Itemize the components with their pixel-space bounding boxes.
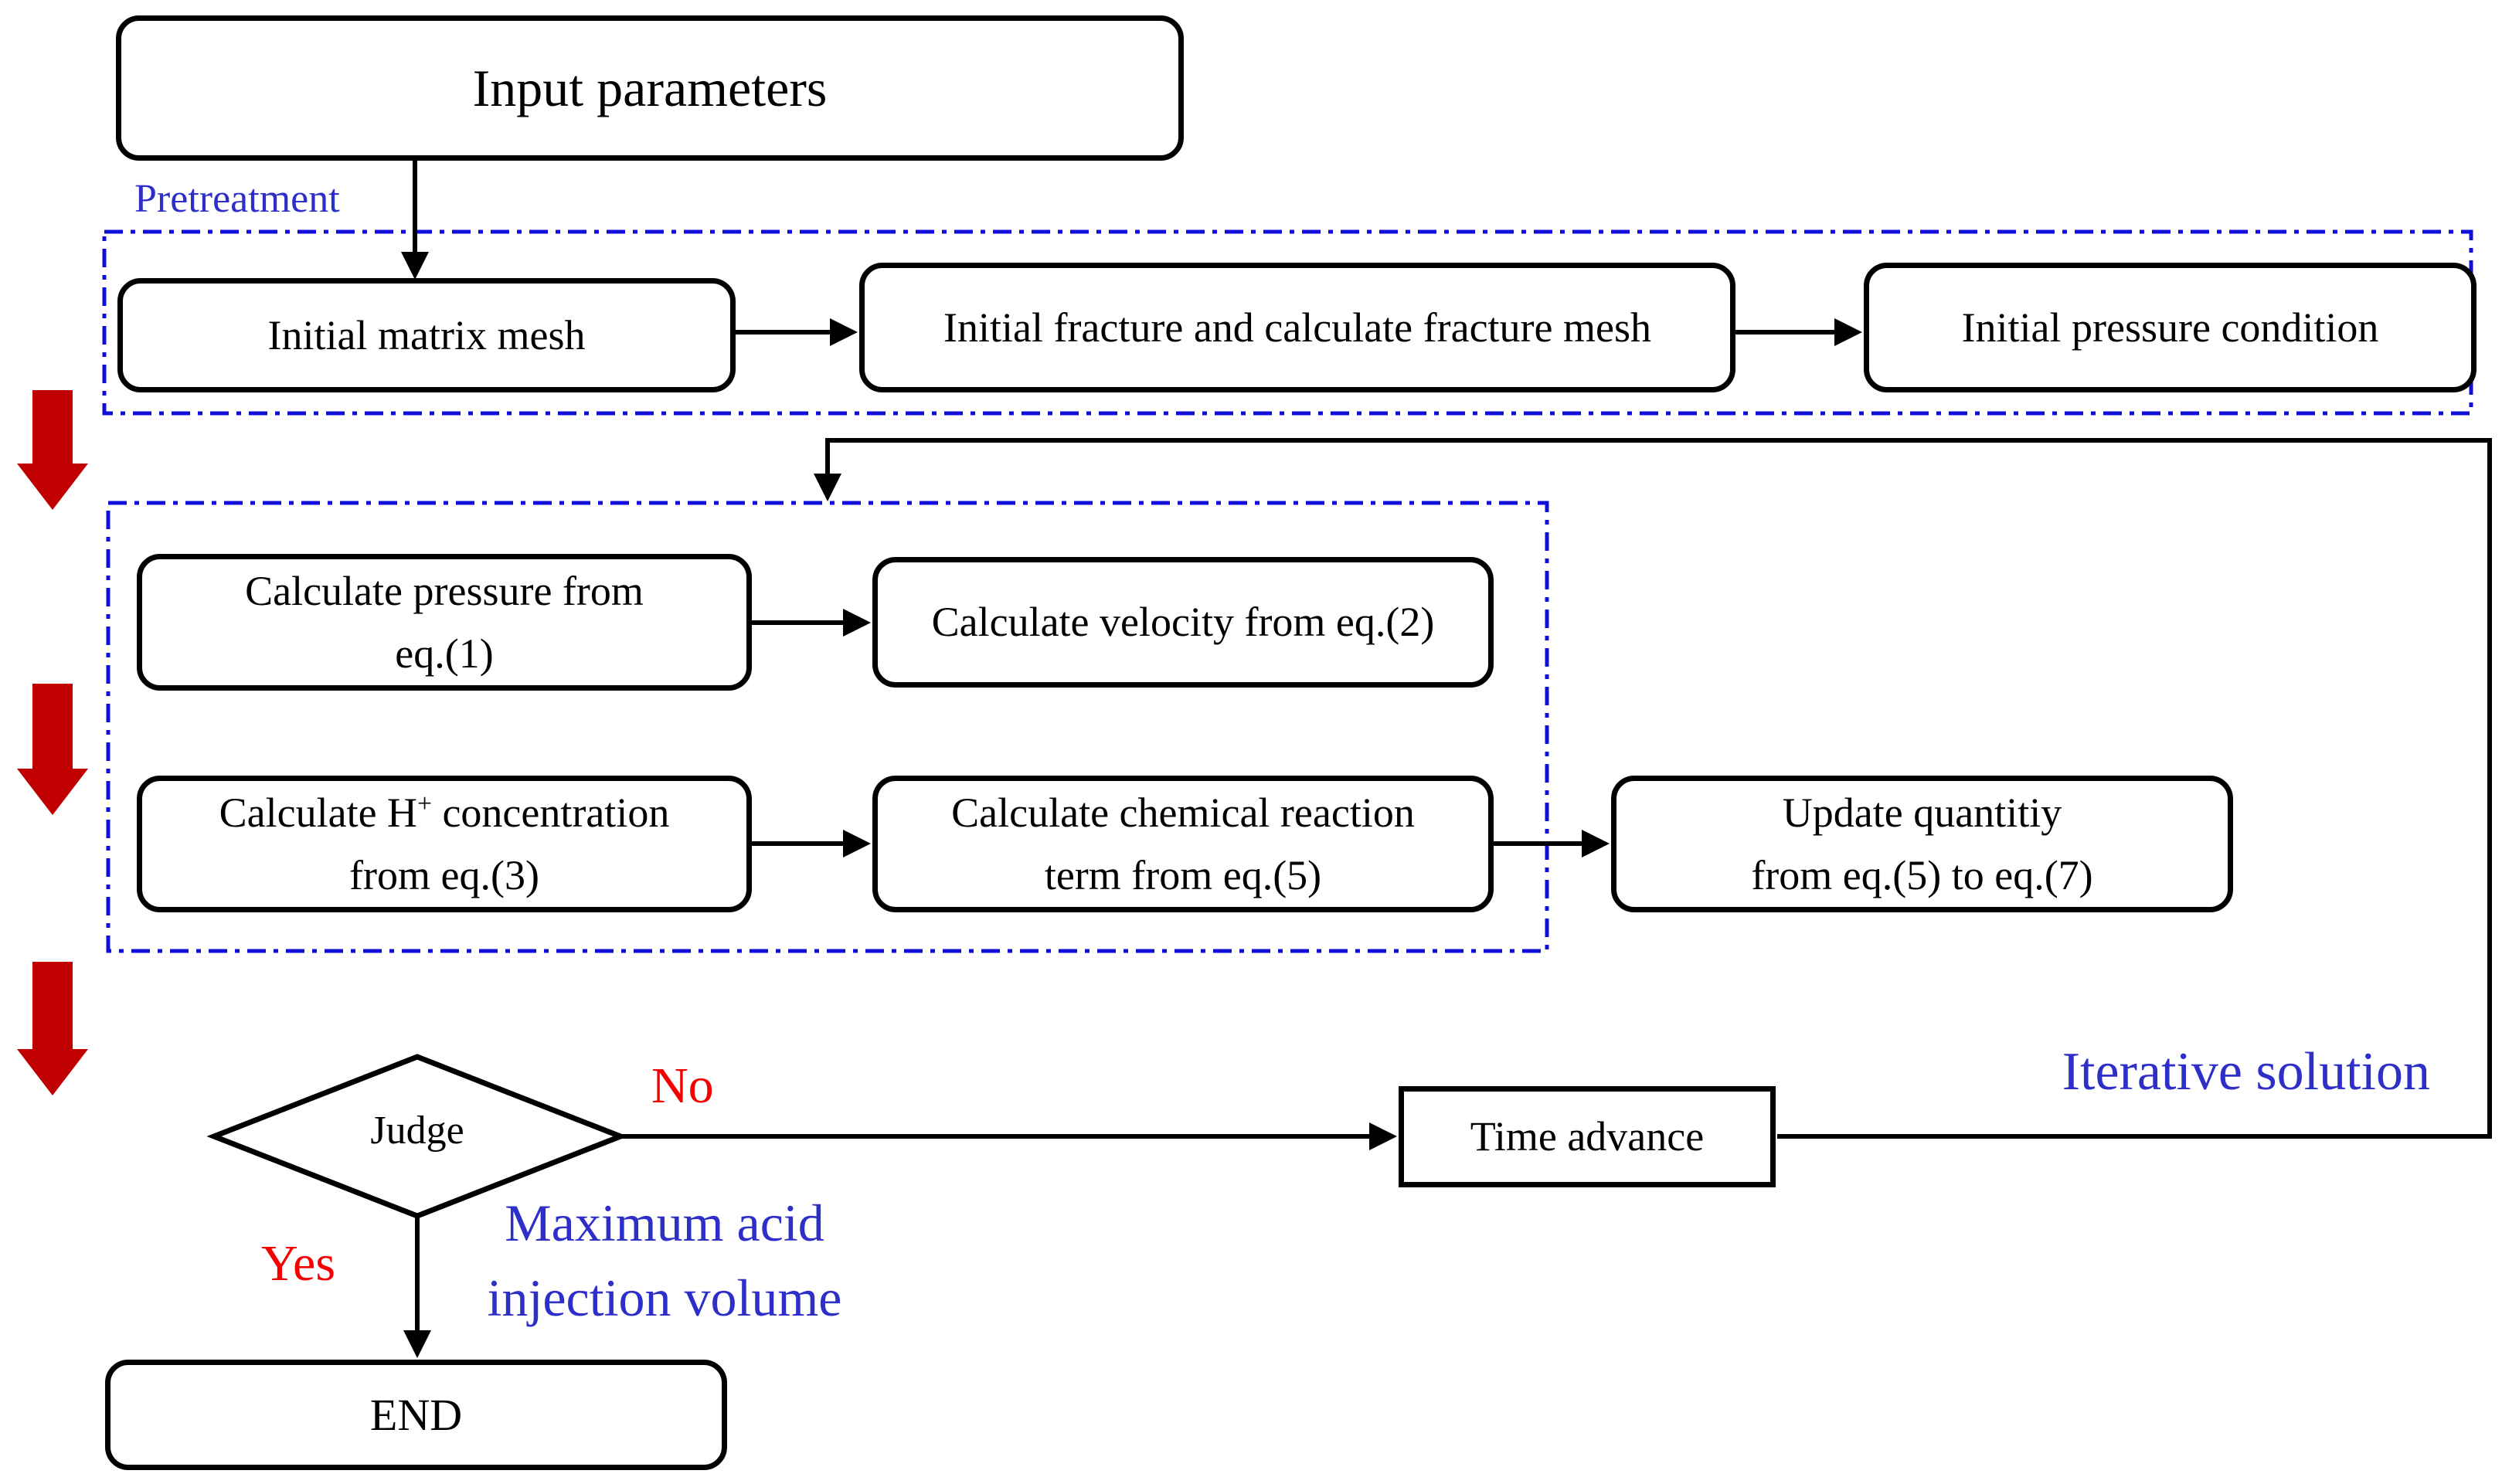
node-time-advance: Time advance [1399, 1086, 1776, 1187]
node-time-advance-label: Time advance [1470, 1113, 1705, 1160]
iteration-group-border [106, 501, 1549, 953]
pretreatment-label: Pretreatment [134, 177, 340, 221]
node-initial-pressure-condition: Initial pressure condition [1864, 263, 2477, 392]
node-initial-pressure-condition-label: Initial pressure condition [1961, 304, 2379, 351]
node-calculate-pressure-line1: Calculate pressure from [245, 567, 644, 614]
judge-label: Judge [370, 1109, 464, 1153]
node-update-quantity-line2: from eq.(5) to eq.(7) [1751, 851, 2093, 898]
connector-judge-to-end [403, 1216, 431, 1358]
connector-matrix-to-fracture [736, 318, 858, 346]
node-input-parameters-label: Input parameters [472, 59, 828, 117]
connector-h-to-chemical [752, 830, 871, 857]
node-calculate-pressure-line2: eq.(1) [395, 630, 494, 677]
node-initial-matrix-mesh-label: Initial matrix mesh [267, 311, 586, 358]
red-down-arrow-1-icon [17, 390, 88, 510]
node-end: END [105, 1360, 727, 1470]
no-branch-label: No [651, 1058, 714, 1114]
iterative-solution-label: Iterative solution [2062, 1042, 2430, 1102]
red-down-arrow-2-icon [17, 684, 88, 815]
node-calculate-h-concentration-line2: from eq.(3) [349, 851, 539, 898]
connector-chemical-to-update [1494, 830, 1610, 857]
max-acid-injection-line2: injection volume [487, 1268, 842, 1327]
connector-judge-to-time-advance [620, 1122, 1397, 1150]
node-calculate-chemical-reaction: Calculate chemical reaction term from eq… [872, 776, 1494, 912]
node-calculate-h-concentration-line1: Calculate H+ concentration [219, 789, 670, 836]
red-down-arrow-3-icon [17, 962, 88, 1095]
connector-input-to-matrix [401, 161, 429, 280]
node-update-quantity-line1: Update quantitiy [1782, 789, 2062, 836]
max-acid-injection-line1: Maximum acid [505, 1194, 824, 1252]
judge-diamond [206, 1054, 628, 1219]
max-acid-injection-label: Maximum acid injection volume [433, 1186, 896, 1335]
node-end-label: END [369, 1390, 463, 1440]
connector-fracture-to-pressure [1735, 318, 1862, 346]
node-calculate-chemical-reaction-line2: term from eq.(5) [1044, 851, 1322, 898]
node-calculate-velocity: Calculate velocity from eq.(2) [872, 557, 1494, 688]
node-calculate-h-concentration: Calculate H+ concentration from eq.(3) [137, 776, 752, 912]
node-initial-fracture-mesh-label: Initial fracture and calculate fracture … [943, 304, 1651, 351]
node-input-parameters: Input parameters [116, 15, 1184, 161]
connector-pressure-to-velocity [752, 609, 871, 637]
node-calculate-chemical-reaction-line1: Calculate chemical reaction [951, 789, 1415, 836]
connector-feedback-loop [814, 438, 2492, 1139]
yes-branch-label: Yes [261, 1235, 336, 1292]
node-update-quantity: Update quantitiy from eq.(5) to eq.(7) [1611, 776, 2233, 912]
node-initial-matrix-mesh: Initial matrix mesh [117, 278, 736, 392]
node-calculate-pressure: Calculate pressure from eq.(1) [137, 554, 752, 691]
node-calculate-velocity-label: Calculate velocity from eq.(2) [931, 599, 1435, 645]
node-initial-fracture-mesh: Initial fracture and calculate fracture … [859, 263, 1735, 392]
